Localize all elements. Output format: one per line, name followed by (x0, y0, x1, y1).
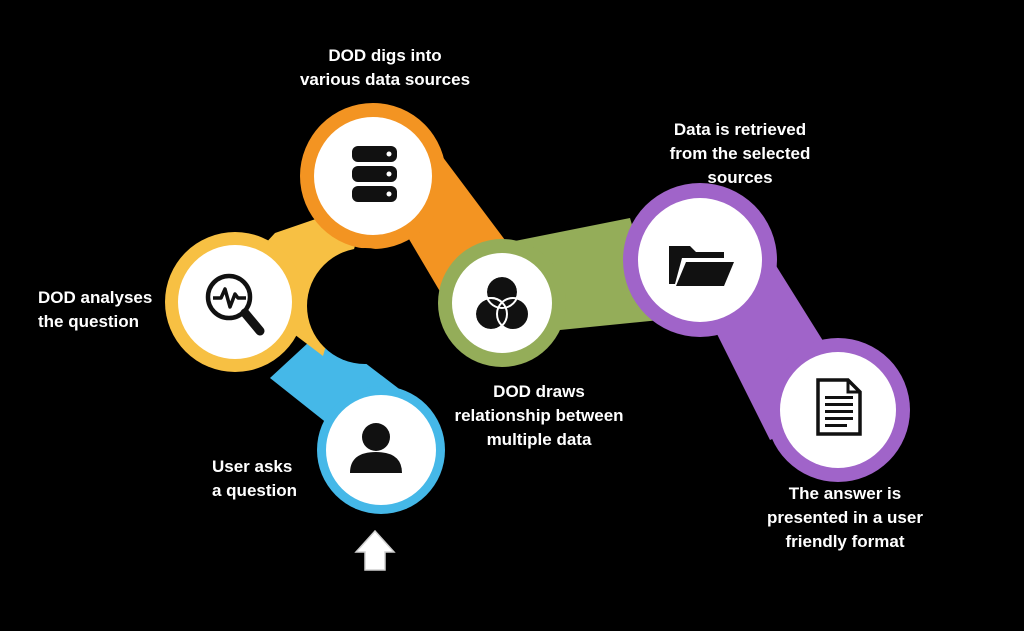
user-icon (350, 423, 402, 473)
step-label-answer: The answer is presented in a user friend… (767, 484, 923, 551)
step-label-retrieve: Data is retrieved from the selected sour… (669, 120, 811, 187)
disc-analyse (178, 245, 292, 359)
step-label-dig: DOD digs into various data sources (299, 46, 471, 89)
folder-open-icon (669, 246, 734, 286)
step-label-relate: DOD draws relationship between multiple … (454, 382, 624, 449)
magnifier-pulse-icon (205, 273, 265, 336)
loop-center-gap (307, 248, 423, 364)
database-icon (352, 146, 397, 202)
document-icon (816, 378, 862, 436)
step-label-analyse: DOD analyses the question (38, 288, 153, 331)
disc-retrieve (638, 198, 762, 322)
up-arrow-icon (354, 529, 396, 571)
step-label-user: User asks a question (212, 457, 298, 500)
venn-diagram-icon (474, 275, 530, 331)
